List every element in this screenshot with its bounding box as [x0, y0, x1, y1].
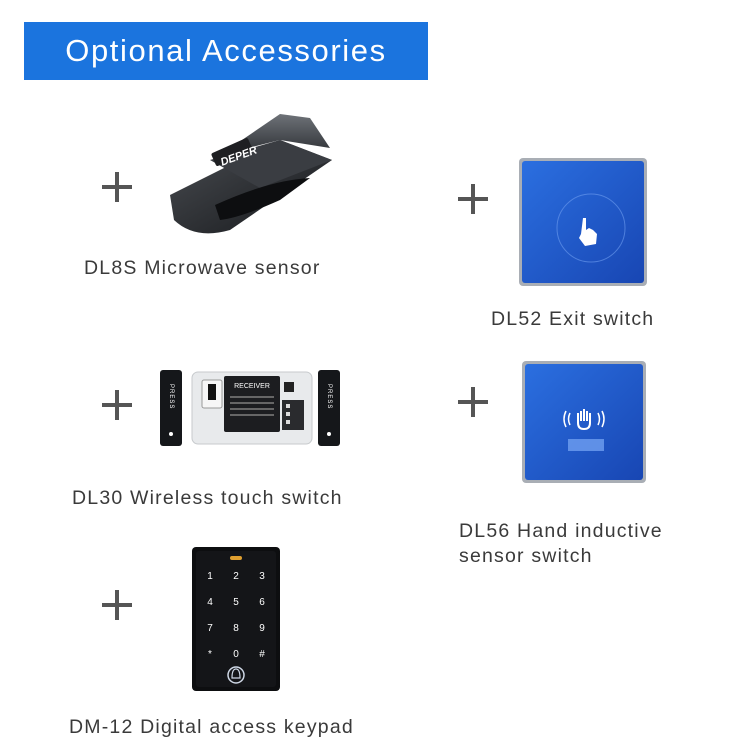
keypad-key: 1: [207, 571, 213, 582]
accessory-label-dl8s: DL8S Microwave sensor: [84, 257, 321, 279]
keypad-key: #: [259, 649, 265, 660]
section-title: Optional Accessories: [24, 22, 428, 80]
accessory-label-dl30: DL30 Wireless touch switch: [72, 487, 343, 509]
microwave-sensor-image: DEPER: [170, 114, 332, 234]
accessory-label-dl56-line1: DL56 Hand inductive: [459, 520, 663, 542]
keypad-key: 5: [233, 597, 239, 608]
accessory-label-dl56-line2: sensor switch: [459, 545, 593, 567]
keypad-key: *: [208, 649, 212, 660]
svg-text:PRESS: PRESS: [326, 384, 332, 409]
keypad-key: 3: [259, 571, 265, 582]
keypad-key: 4: [207, 597, 213, 608]
keypad-key: 7: [207, 623, 213, 634]
plus-icon: [458, 184, 488, 214]
accessory-label-dl52: DL52 Exit switch: [491, 308, 655, 330]
keypad-key: 2: [233, 571, 239, 582]
access-keypad-image: 1 2 3 4 5 6 7 8 9 * 0 #: [192, 547, 280, 691]
plus-icon: [102, 590, 132, 620]
keypad-key: 9: [259, 623, 265, 634]
plus-icon: [458, 387, 488, 417]
keypad-key: 8: [233, 623, 239, 634]
keypad-key: 0: [233, 649, 239, 660]
svg-text:PRESS: PRESS: [168, 384, 174, 409]
plus-icon: [102, 390, 132, 420]
wireless-touch-switch-image: PRESS RECEIVER PRESS: [160, 370, 340, 446]
accessory-label-dm12: DM-12 Digital access keypad: [69, 716, 354, 738]
plus-icon: [102, 172, 132, 202]
exit-switch-image: [519, 158, 647, 286]
hand-inductive-switch-image: [522, 361, 646, 483]
svg-text:RECEIVER: RECEIVER: [234, 383, 270, 390]
keypad-key: 6: [259, 597, 265, 608]
